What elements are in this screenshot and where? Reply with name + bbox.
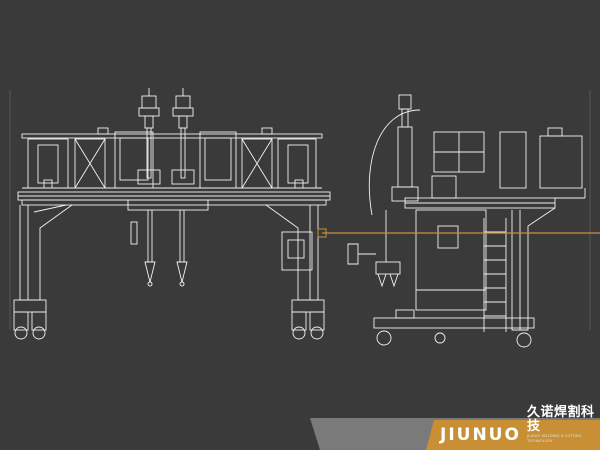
drawing-frame: [9, 90, 591, 330]
side-base: [373, 317, 535, 329]
front-left-leg: [13, 204, 73, 340]
front-top-rail: [21, 133, 323, 139]
front-view: [13, 88, 331, 340]
side-view: [347, 94, 586, 348]
side-machine-body: [415, 209, 487, 311]
front-control-panel: [281, 231, 313, 271]
side-ladder: [483, 218, 507, 332]
front-welding-heads: [127, 88, 209, 287]
footer-brand-band: [426, 420, 600, 450]
side-cable-arc: [368, 109, 421, 216]
front-wire-cabinets: [27, 127, 317, 189]
front-right-leg: [265, 204, 325, 340]
accent-marker: [317, 228, 327, 238]
front-lower-rail: [21, 199, 327, 206]
